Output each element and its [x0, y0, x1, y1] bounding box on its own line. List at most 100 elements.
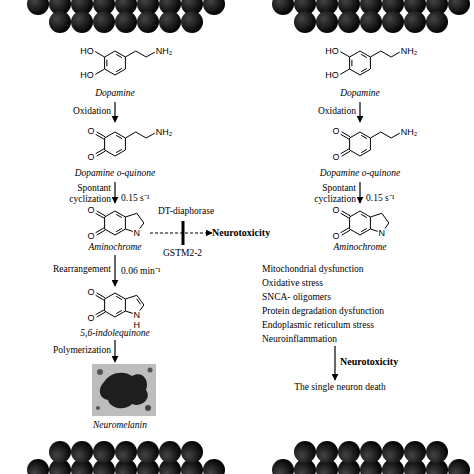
bond-line [370, 51, 380, 57]
bond-line [382, 213, 389, 223]
outcome-label: Neurotoxicity [212, 226, 284, 240]
molecule-node: OONH₂Dopamine o-quinone [70, 122, 180, 182]
molecule-node: OONAminochrome [70, 203, 150, 255]
bond-line [146, 52, 155, 57]
bond-line [95, 134, 104, 139]
atom-label: O [86, 206, 95, 215]
bond-line [125, 299, 126, 311]
compound-name: Dopamine o-quinone [300, 168, 420, 179]
neuromelanin-granule [100, 373, 148, 409]
molecule-node: OONH5,6-indolequinone [70, 286, 150, 340]
atom-label: NH₂ [400, 128, 419, 137]
neuron-cluster [27, 441, 225, 474]
bond-line [115, 51, 125, 57]
bond-line [370, 57, 371, 69]
neuron-cluster [272, 0, 470, 33]
bond-line [97, 312, 106, 317]
bond-line [105, 132, 115, 138]
reaction-arrow [114, 102, 115, 122]
atom-label: O [331, 127, 340, 136]
bond-line [360, 211, 370, 217]
bond-line [125, 132, 135, 138]
neuron-cluster [272, 441, 470, 474]
bond-line [136, 132, 146, 138]
atom-label: HO [79, 71, 95, 80]
atom-label: N [133, 228, 142, 237]
bond-line [125, 57, 126, 69]
effect-item: SNCA- oligomers [262, 290, 467, 304]
compound-name: Dopamine o-quinone [55, 168, 175, 179]
bond-line [360, 132, 370, 138]
bond-line [125, 51, 135, 57]
compound-name: Dopamine [300, 88, 420, 99]
atom-label: HO [324, 71, 340, 80]
neuron-cluster [27, 0, 225, 33]
atom-label: HO [79, 47, 95, 56]
text-node: Neurotoxicity [212, 226, 284, 240]
bond-line [105, 311, 115, 317]
bond-line [137, 299, 141, 305]
effect-item: Mitochondrial dysfunction [262, 262, 467, 276]
annotation-label: 0.06 min⁻¹ [121, 266, 161, 277]
bond-line [105, 229, 115, 235]
reaction-arrow [359, 182, 360, 203]
bond-line [105, 293, 115, 299]
bond-line [381, 132, 391, 138]
bond-line [105, 150, 115, 156]
bond-line [116, 310, 122, 313]
bond-line [115, 229, 125, 235]
bond-line [361, 135, 367, 138]
bond-line [115, 293, 125, 299]
atom-label: NH₂ [155, 47, 174, 56]
bond-line [146, 133, 155, 138]
bond-line [350, 69, 360, 75]
atom-label: O [331, 206, 340, 215]
bond-line [104, 138, 105, 150]
bond-line [339, 69, 349, 75]
bond-line [137, 295, 144, 305]
atom-label: O [86, 288, 95, 297]
bond-line [95, 295, 104, 300]
molecule-node: HOHONH₂Dopamine [315, 38, 425, 102]
bond-line [350, 211, 360, 217]
reaction-label: Oxidation [318, 106, 356, 117]
bond-line [391, 133, 400, 138]
bond-line [340, 213, 349, 218]
bond-line [361, 54, 367, 57]
bond-line [370, 132, 380, 138]
reaction-label: Spontant cyclization [59, 183, 111, 205]
bond-line [116, 68, 122, 71]
bond-line [361, 68, 367, 71]
bond-line [104, 57, 105, 69]
neuromelanin-speck [96, 406, 100, 410]
outcome-box-text: The single neuron death [270, 380, 410, 394]
bond-line [360, 229, 370, 235]
effects-list: Mitochondrial dysfunctionOxidative stres… [262, 262, 467, 346]
reaction-label: Spontant cyclization [304, 183, 356, 205]
bond-line [116, 135, 122, 138]
effect-item: Protein degradation dysfunction [262, 304, 467, 318]
bond-line [116, 296, 122, 299]
bond-line [391, 52, 400, 57]
annotation-label: DT-diaphorase [158, 206, 214, 217]
bond-line [350, 150, 360, 156]
reaction-arrow [359, 102, 360, 122]
bond-line [349, 217, 350, 229]
atom-label: O [86, 314, 95, 323]
compound-name: Dopamine [55, 88, 175, 99]
bond-line [360, 51, 370, 57]
inhibited-arrow [150, 232, 212, 233]
bond-line [361, 228, 367, 231]
reaction-label: Neurotoxicity [340, 356, 398, 367]
bond-line [381, 51, 391, 57]
reaction-arrow [334, 346, 335, 380]
bond-line [342, 230, 351, 235]
bond-line [95, 213, 104, 218]
atom-label: H [133, 320, 142, 329]
bond-line [137, 213, 144, 223]
atom-label: NH₂ [400, 47, 419, 56]
bond-line [339, 51, 349, 57]
atom-label: NH₂ [155, 128, 174, 137]
reaction-label: Polymerization [53, 345, 111, 356]
